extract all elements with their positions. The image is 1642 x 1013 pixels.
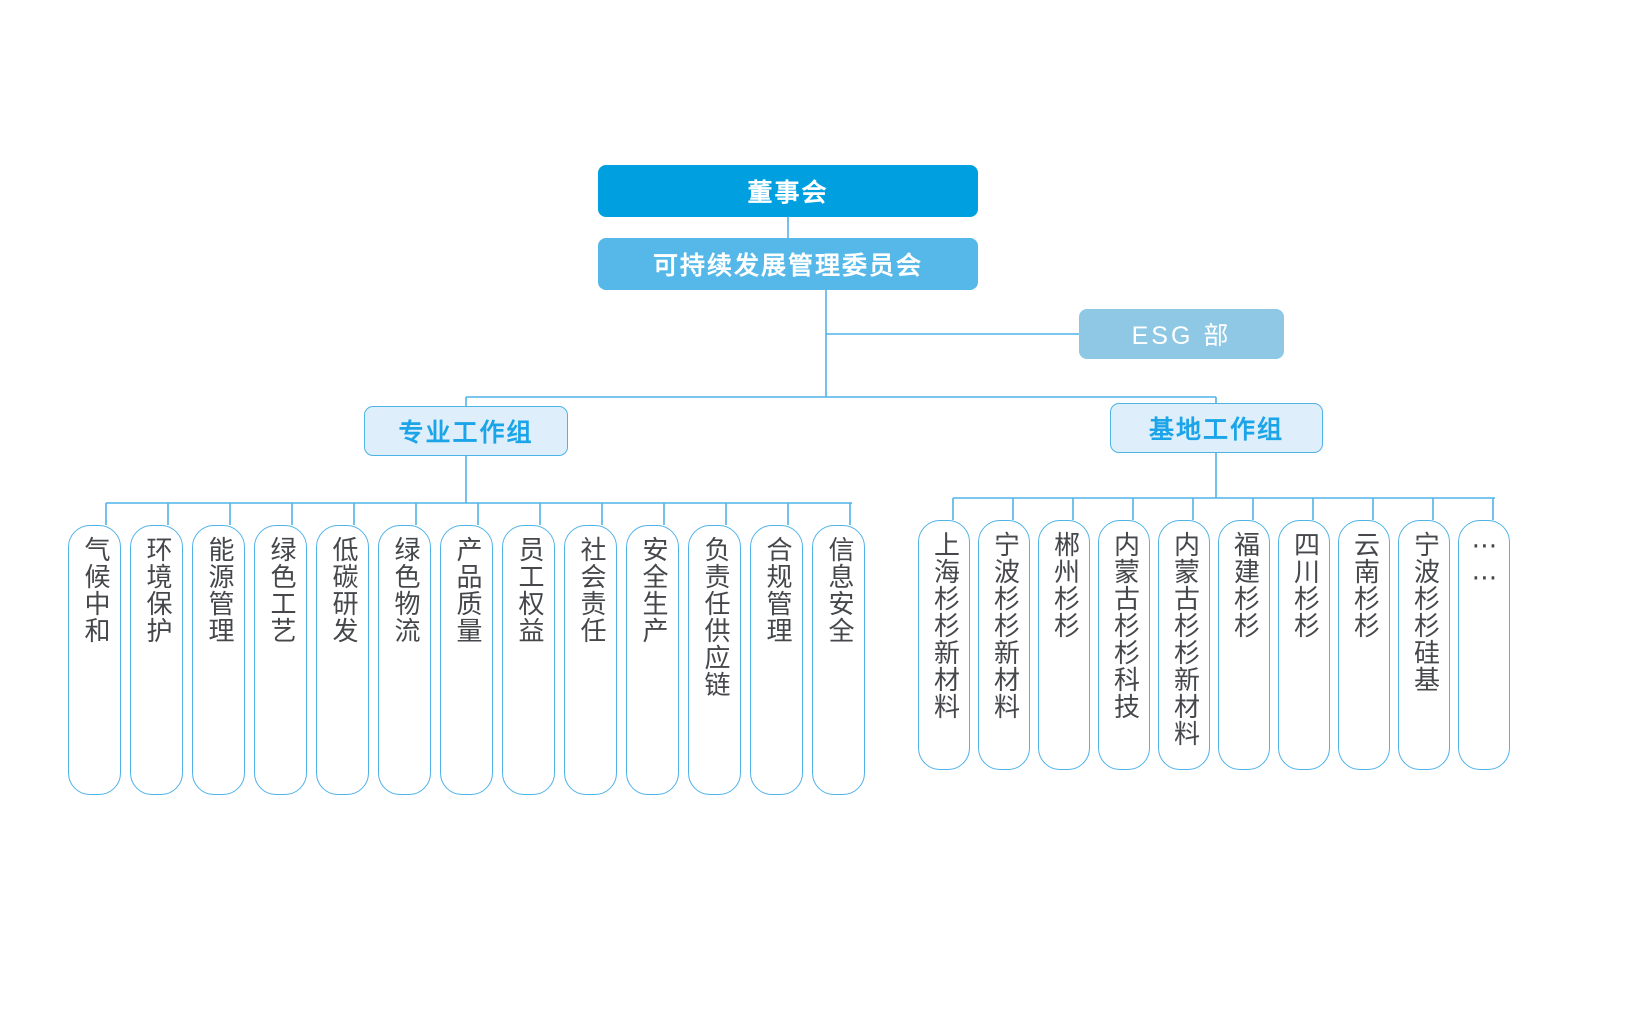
leaf-node[interactable]: 云南杉杉 xyxy=(1338,520,1390,770)
node-professional-working-group[interactable]: 专业工作组 xyxy=(364,406,568,456)
leaf-node[interactable]: 安全生产 xyxy=(626,525,679,795)
leaf-node-label: 安全生产 xyxy=(638,536,669,644)
leaf-node-label: 环境保护 xyxy=(142,536,173,644)
leaf-node[interactable]: 合规管理 xyxy=(750,525,803,795)
leaf-node[interactable]: 绿色工艺 xyxy=(254,525,307,795)
leaf-node[interactable]: 宁波杉杉硅基 xyxy=(1398,520,1450,770)
leaf-node-label: 绿色工艺 xyxy=(266,536,297,644)
leaf-node-label: 上海杉杉新材料 xyxy=(929,531,960,720)
node-board-of-directors[interactable]: 董事会 xyxy=(598,165,978,217)
leaf-node-label: 绿色物流 xyxy=(390,536,421,644)
node-label: 可持续发展管理委员会 xyxy=(652,252,923,280)
leaf-node[interactable]: 信息安全 xyxy=(812,525,865,795)
leaf-node[interactable]: 气候中和 xyxy=(68,525,121,795)
leaf-node-label: 宁波杉杉硅基 xyxy=(1409,531,1440,693)
leaf-node-label: 福建杉杉 xyxy=(1229,531,1260,639)
leaf-node[interactable]: 郴州杉杉 xyxy=(1038,520,1090,770)
node-label: 基地工作组 xyxy=(1148,416,1284,444)
leaf-node[interactable]: ⋯⋯ xyxy=(1458,520,1510,770)
leaf-node-label: 能源管理 xyxy=(204,536,235,644)
leaf-node[interactable]: 内蒙古杉杉新材料 xyxy=(1158,520,1210,770)
leaf-node[interactable]: 社会责任 xyxy=(564,525,617,795)
node-label: 董事会 xyxy=(747,179,829,207)
node-sustainability-committee[interactable]: 可持续发展管理委员会 xyxy=(598,238,978,290)
leaf-node-label: 合规管理 xyxy=(762,536,793,644)
leaf-node[interactable]: 绿色物流 xyxy=(378,525,431,795)
leaf-node[interactable]: 上海杉杉新材料 xyxy=(918,520,970,770)
leaf-node-label: 信息安全 xyxy=(824,536,855,644)
leaf-node[interactable]: 负责任供应链 xyxy=(688,525,741,795)
leaf-node-label: ⋯⋯ xyxy=(1469,531,1500,595)
node-base-working-group[interactable]: 基地工作组 xyxy=(1110,403,1323,453)
leaf-node[interactable]: 宁波杉杉新材料 xyxy=(978,520,1030,770)
leaf-node-label: 宁波杉杉新材料 xyxy=(989,531,1020,720)
leaf-node[interactable]: 产品质量 xyxy=(440,525,493,795)
node-esg-department[interactable]: ESG 部 xyxy=(1079,309,1284,359)
leaf-node-label: 内蒙古杉杉科技 xyxy=(1109,531,1140,720)
node-label: 专业工作组 xyxy=(398,419,534,447)
leaf-node[interactable]: 四川杉杉 xyxy=(1278,520,1330,770)
leaf-node-label: 郴州杉杉 xyxy=(1049,531,1080,639)
leaf-node[interactable]: 环境保护 xyxy=(130,525,183,795)
leaf-node-label: 四川杉杉 xyxy=(1289,531,1320,639)
leaf-node-label: 负责任供应链 xyxy=(700,536,731,698)
leaf-node-label: 社会责任 xyxy=(576,536,607,644)
leaf-node-label: 云南杉杉 xyxy=(1349,531,1380,639)
node-label: ESG 部 xyxy=(1131,322,1232,350)
leaf-node[interactable]: 员工权益 xyxy=(502,525,555,795)
leaf-node[interactable]: 内蒙古杉杉科技 xyxy=(1098,520,1150,770)
leaf-node-label: 员工权益 xyxy=(514,536,545,644)
leaf-node-label: 低碳研发 xyxy=(328,536,359,644)
leaf-node-label: 内蒙古杉杉新材料 xyxy=(1169,531,1200,747)
leaf-node-label: 产品质量 xyxy=(452,536,483,644)
leaf-node[interactable]: 福建杉杉 xyxy=(1218,520,1270,770)
leaf-node[interactable]: 能源管理 xyxy=(192,525,245,795)
leaf-node-label: 气候中和 xyxy=(80,536,111,644)
leaf-node[interactable]: 低碳研发 xyxy=(316,525,369,795)
